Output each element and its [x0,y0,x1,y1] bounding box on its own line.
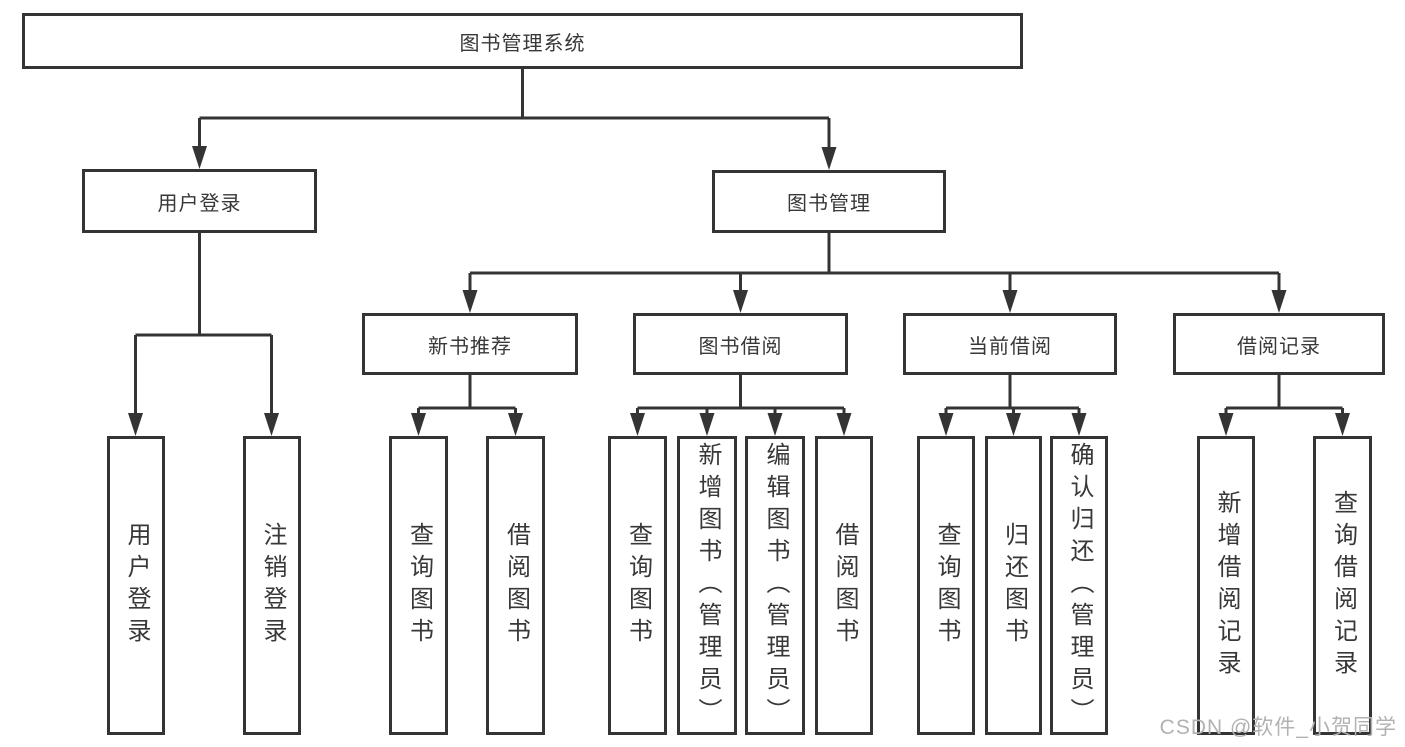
node-new-book-recommend: 新书推荐 [362,313,578,375]
csdn-watermark: CSDN @软件_小贺同学 [1159,716,1397,739]
node-library-management-system: 图书管理系统 [22,13,1023,69]
leaf-newbook-borrow-books: 借阅图书 [486,436,545,735]
leaf-current-query-books: 查询图书 [917,436,975,735]
node-user-login: 用户登录 [82,169,317,233]
leaf-user-login: 用户登录 [107,436,165,735]
leaf-current-confirm-return-admin: 确认归还（管理员） [1050,436,1108,735]
leaf-logout: 注销登录 [243,436,301,735]
node-current-borrow: 当前借阅 [903,313,1117,375]
node-book-management: 图书管理 [712,170,946,233]
leaf-record-add-borrow-record: 新增借阅记录 [1197,436,1255,735]
leaf-current-return-books: 归还图书 [985,436,1042,735]
node-borrow-record: 借阅记录 [1173,313,1385,375]
leaf-borrow-add-books-admin: 新增图书（管理员） [677,436,737,735]
leaf-borrow-query-books: 查询图书 [608,436,667,735]
leaf-borrow-edit-books-admin: 编辑图书（管理员） [745,436,805,735]
leaf-borrow-borrow-books: 借阅图书 [815,436,873,735]
leaf-newbook-query-books: 查询图书 [389,436,448,735]
leaf-record-query-borrow-record: 查询借阅记录 [1313,436,1372,735]
node-book-borrow: 图书借阅 [633,313,848,375]
